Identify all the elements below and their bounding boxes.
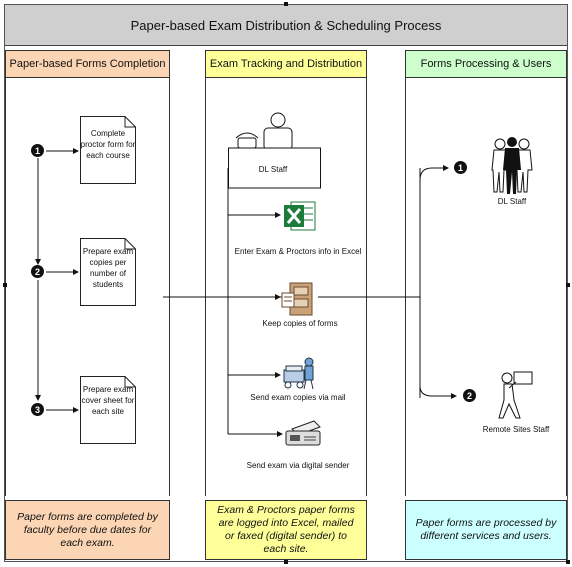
selection-handle[interactable]: [284, 2, 288, 6]
user-number-badge: 2: [463, 389, 476, 402]
document-text: Prepare exam copies per number of studen…: [82, 247, 134, 289]
selection-handle[interactable]: [566, 283, 570, 287]
document-prepare-cover-sheet: Prepare exam cover sheet for each site: [80, 376, 136, 444]
lane-footer-note: Exam & Proctors paper forms are logged i…: [205, 500, 367, 560]
lane-body: [5, 78, 170, 496]
excel-icon: [284, 201, 316, 231]
staff-at-desk-icon: [228, 112, 321, 189]
lane-body: [205, 78, 367, 496]
file-cabinet-icon: [281, 282, 313, 316]
lane-heading: Paper-based Forms Completion: [5, 50, 170, 78]
diagram-title: Paper-based Exam Distribution & Scheduli…: [5, 5, 567, 46]
remote-staff-icon: [498, 371, 533, 419]
staff-group-icon: [491, 137, 533, 194]
document-prepare-exam-copies: Prepare exam copies per number of studen…: [80, 238, 136, 306]
document-text: Prepare exam cover sheet for each site: [81, 385, 135, 416]
lane-footer-note: Paper forms are processed by different s…: [405, 500, 567, 560]
selection-handle[interactable]: [3, 283, 7, 287]
mail-step-label: Send exam copies via mail: [250, 393, 346, 402]
selection-handle[interactable]: [566, 560, 570, 564]
lane-heading: Exam Tracking and Distribution: [205, 50, 367, 78]
document-text: Complete proctor form for each course: [80, 129, 136, 160]
document-shape-icon: [80, 238, 136, 306]
dl-staff-desk-label: DL Staff: [258, 165, 288, 174]
lane-footer-note: Paper forms are completed by faculty bef…: [5, 500, 170, 560]
lane-forms-processing: Forms Processing & Users Paper forms are…: [405, 45, 567, 562]
document-shape-icon: [80, 116, 136, 184]
document-shape-icon: [80, 376, 136, 444]
dl-staff-user-label: DL Staff: [497, 197, 527, 206]
lane-body: [405, 78, 567, 496]
digital-sender-icon: [285, 420, 321, 446]
step-number-badge: 3: [31, 403, 44, 416]
step-number-badge: 2: [31, 265, 44, 278]
sender-step-label: Send exam via digital sender: [246, 461, 350, 470]
user-number-badge: 1: [454, 161, 467, 174]
mail-clerk-icon: [283, 357, 314, 390]
excel-step-label: Enter Exam & Proctors info in Excel: [234, 247, 362, 256]
document-complete-proctor-form: Complete proctor form for each course: [80, 116, 136, 184]
lane-forms-completion: Paper-based Forms Completion Paper forms…: [5, 45, 170, 562]
lane-exam-tracking: Exam Tracking and Distribution Exam & Pr…: [205, 45, 367, 562]
copies-step-label: Keep copies of forms: [262, 319, 338, 328]
remote-staff-label: Remote Sites Staff: [482, 425, 550, 434]
step-number-badge: 1: [31, 144, 44, 157]
selection-handle[interactable]: [284, 560, 288, 564]
lane-heading: Forms Processing & Users: [405, 50, 567, 78]
